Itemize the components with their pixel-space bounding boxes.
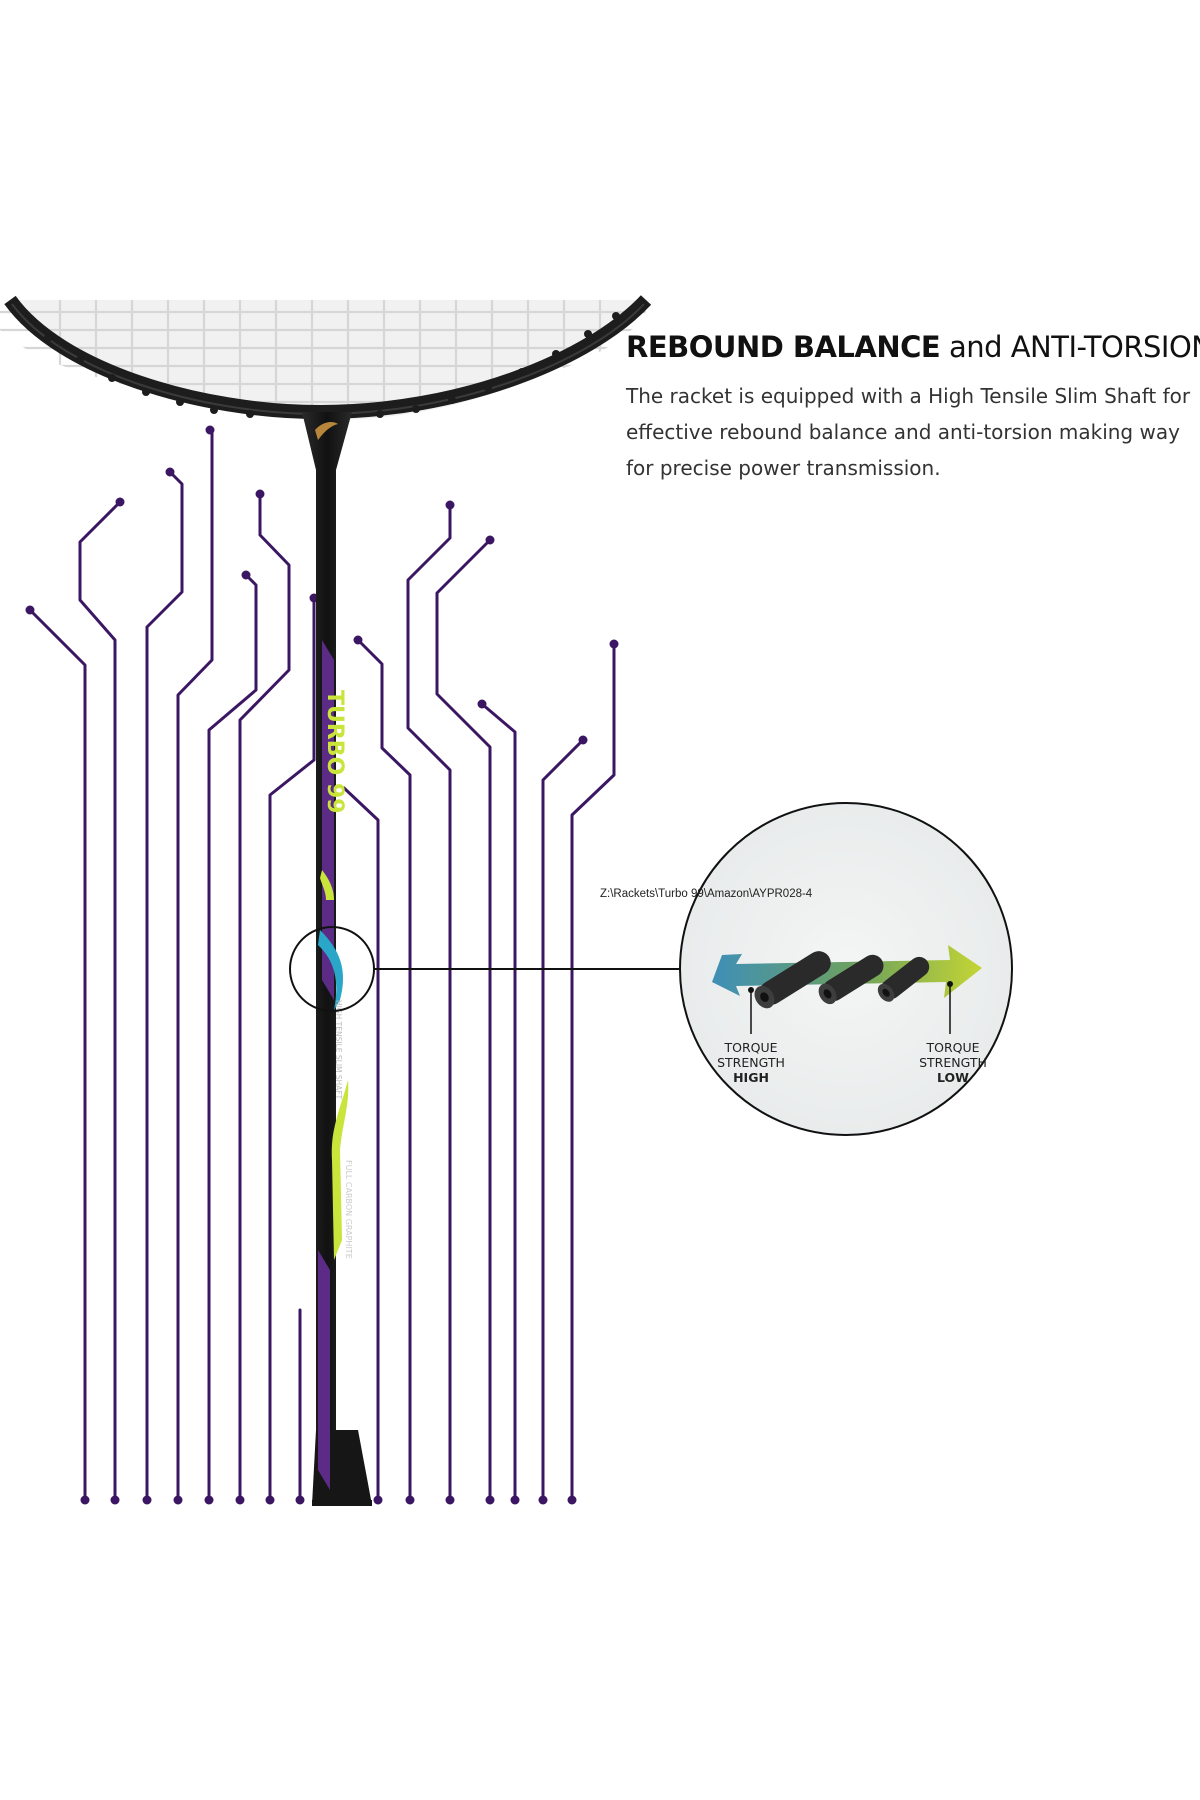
shaft-tensile-text: HIGH TENSILE SLIM SHAFT [334, 1000, 343, 1100]
circuit-nodes [25, 425, 619, 1505]
shaft-lettering: TURBO 99 HIGH TENSILE SLIM SHAFT FULL CA… [322, 690, 353, 1259]
circuit-lines [28, 428, 616, 1502]
brand-logo [315, 422, 338, 440]
shaft-decal-yellow [331, 1080, 349, 1260]
shaft-decal-teal [318, 930, 344, 1010]
heading-light: and ANTI-TORSION [948, 330, 1200, 364]
shaft-model-text: TURBO 99 [322, 690, 347, 814]
page-heading: REBOUND BALANCE and ANTI-TORSION [626, 330, 1200, 364]
heading-bold: REBOUND BALANCE [626, 330, 941, 364]
torque-high-label: TORQUE STRENGTH HIGH [717, 1040, 785, 1085]
frame-grommets [44, 312, 620, 418]
file-path-label: Z:\Rackets\Turbo 99\Amazon\AYPR028-4 [600, 888, 813, 900]
shaft-decal-purple-low [318, 1250, 330, 1490]
feature-description: The racket is equipped with a High Tensi… [626, 384, 1191, 480]
shaft-material-text: FULL CARBON GRAPHITE [344, 1160, 353, 1259]
torque-tube-icons [754, 951, 930, 1009]
torque-low-label: TORQUE STRENGTH LOW [919, 1040, 987, 1085]
shaft-decal-yellow-top [320, 870, 334, 900]
shaft-decal-purple [322, 640, 334, 1000]
